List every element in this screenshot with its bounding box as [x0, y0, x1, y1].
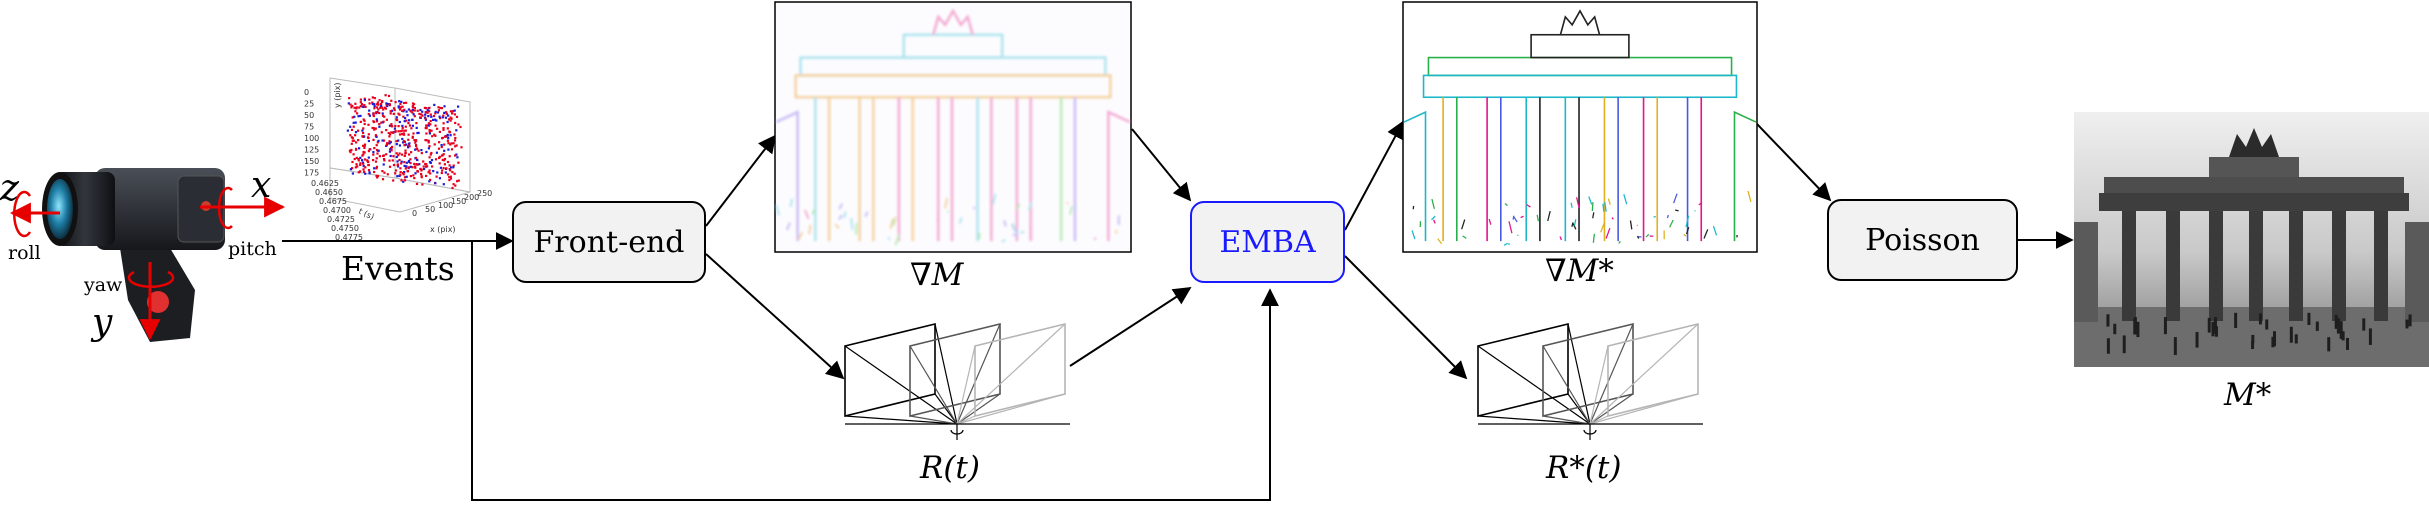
poisson-block: Poisson — [1827, 199, 2018, 281]
plot-t-tick: 0.4650 — [315, 188, 343, 197]
plot-x-tick: 250 — [477, 189, 492, 198]
column — [2209, 211, 2223, 321]
reconstructed-map-image — [2074, 112, 2429, 367]
gradient-map-label: ∇M — [910, 257, 963, 293]
axis-label-z: z — [0, 168, 19, 209]
column — [2289, 211, 2303, 321]
lens-glass — [47, 179, 73, 239]
column — [2332, 211, 2346, 321]
column — [2166, 211, 2180, 321]
arrow-rotation-to-emba — [1070, 288, 1190, 366]
refined-gradient-map-image — [1403, 2, 1757, 252]
roll-label: roll — [8, 242, 41, 264]
plot-y-tick: 150 — [304, 157, 319, 166]
plot-t-tick: 0.4625 — [311, 179, 339, 188]
rotation-label: R(t) — [920, 450, 980, 486]
refined-gradient-map-label: ∇M* — [1545, 253, 1614, 289]
plot-y-tick: 0 — [304, 88, 309, 97]
events-label: Events — [341, 249, 455, 288]
arrow-emba-to-rotation-refined — [1345, 256, 1466, 378]
plot-x-tick: 0 — [412, 209, 417, 218]
connectors — [282, 122, 2072, 500]
rotation-trajectory-icon — [845, 324, 1070, 440]
axis-label-y: y — [92, 302, 112, 343]
arrow-frontend-to-rotation — [706, 254, 843, 378]
refined-rotation-trajectory-icon — [1478, 324, 1703, 440]
plot-t-tick: 0.4675 — [319, 197, 347, 206]
camera-frame — [845, 324, 935, 416]
map-label: M* — [2224, 377, 2271, 413]
plot-t-tick: 0.4750 — [331, 224, 359, 233]
gradient-map-image — [775, 2, 1131, 252]
plot-y-tick: 125 — [304, 146, 319, 155]
plot-y-tick: 25 — [304, 100, 314, 109]
arrow-emba-to-gradmap-refined — [1345, 122, 1403, 230]
refined-rotation-label: R*(t) — [1546, 450, 1622, 486]
column — [2374, 211, 2388, 321]
plot-t-tick: 0.4725 — [327, 215, 355, 224]
camera-frame — [1478, 324, 1568, 416]
pitch-label: pitch — [228, 238, 277, 260]
plot-y-tick: 75 — [304, 123, 314, 132]
arrow-gradmap-to-emba — [1132, 129, 1190, 200]
camera-frame — [1543, 324, 1633, 416]
axis-label-x: x — [251, 165, 271, 206]
plot-y-tick: 50 — [304, 111, 314, 120]
frontend-block: Front-end — [512, 201, 706, 283]
camera-frame — [910, 324, 1000, 416]
column — [2122, 211, 2136, 321]
emba-block: EMBA — [1190, 201, 1345, 283]
plot-y-axis-label: y (pix) — [333, 82, 342, 108]
arrow-frontend-to-gradmap — [706, 136, 775, 226]
yaw-label: yaw — [84, 274, 122, 296]
column — [2249, 211, 2263, 321]
plot-x-axis-label: x (pix) — [430, 225, 456, 234]
arrow-gradmap-refined-to-poisson — [1757, 124, 1830, 200]
event-cloud-plot: 02550751001251501750.46250.46500.46750.4… — [304, 78, 492, 242]
plot-y-tick: 100 — [304, 134, 319, 143]
plot-t-tick: 0.4700 — [323, 206, 351, 215]
plot-x-tick: 50 — [425, 205, 435, 214]
event-points — [347, 94, 463, 189]
entablature — [2104, 177, 2404, 193]
plot-y-tick: 175 — [304, 169, 319, 178]
plot-t-axis-label: t (s) — [357, 207, 375, 222]
